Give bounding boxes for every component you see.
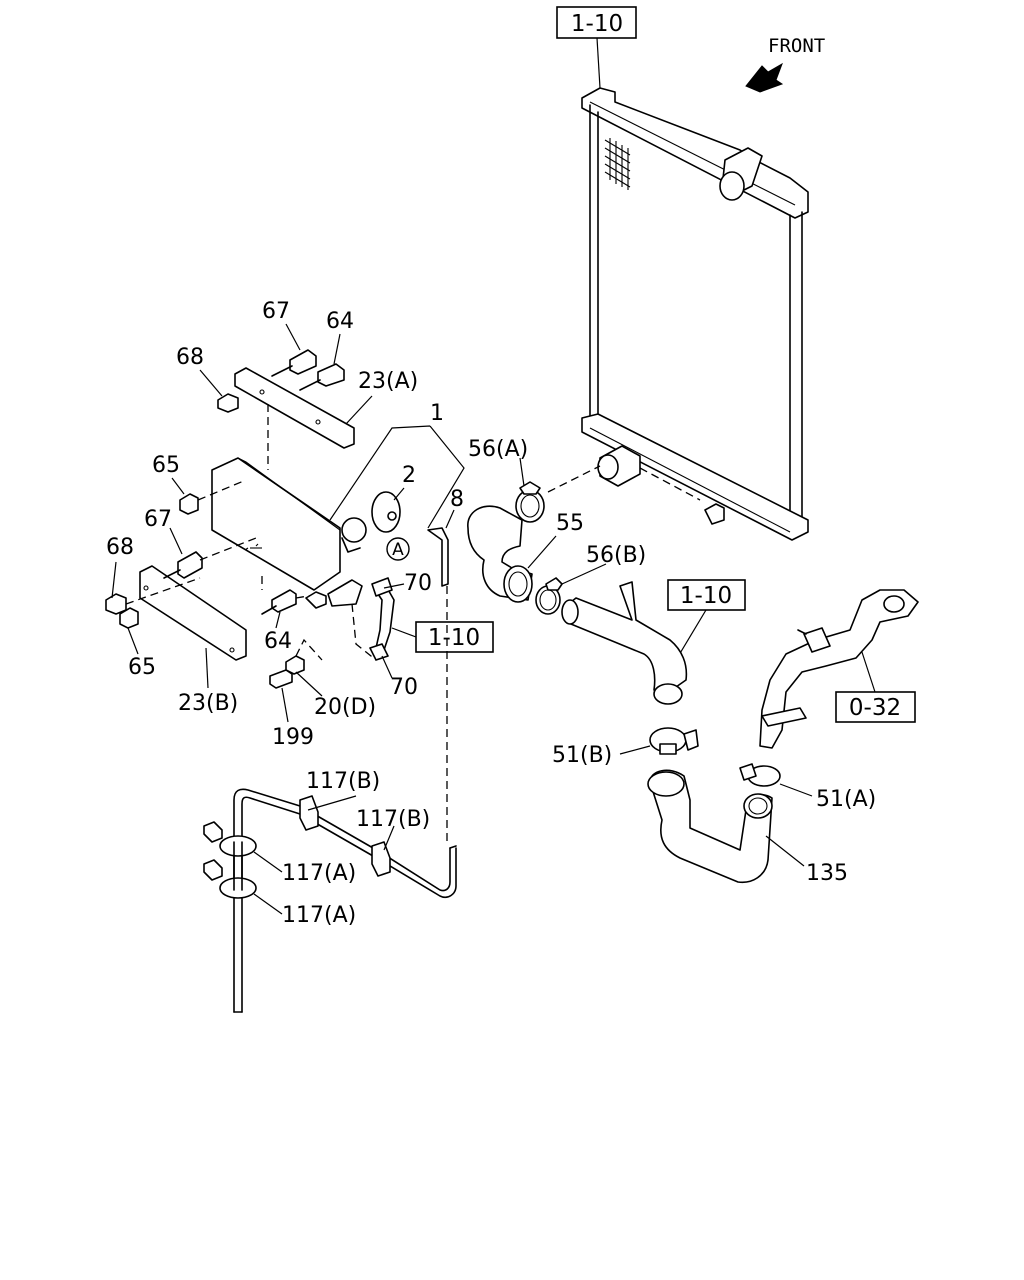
callout-65-top: 65 [152,453,180,478]
outlet-pipe [759,589,919,749]
svg-text:1-10: 1-10 [571,11,623,37]
callout-70-top: 70 [404,571,432,596]
hose-135 [647,769,773,884]
callout-117b-2: 117(B) [356,807,430,832]
svg-text:1-10: 1-10 [680,583,732,609]
reference-exhaust-side: 0-32 [835,645,916,723]
front-label: FRONT [768,35,825,57]
callout-55: 55 [556,511,584,536]
front-indicator: FRONT [745,35,825,93]
reference-radiator-top: 1-10 [556,6,637,89]
callout-labels: 67 64 68 23(A) 1 2 8 65 67 68 65 23(B) 6… [106,299,876,928]
clamp-56a [515,481,545,523]
callout-135: 135 [806,861,848,886]
callout-199: 199 [272,725,314,750]
callout-leaders [111,323,813,915]
clamp-51a [739,763,781,787]
clamp-56b [535,577,563,615]
callout-23a: 23(A) [358,369,418,394]
circle-marker-a: A [386,537,410,561]
overflow-hose [203,586,457,1013]
callout-1: 1 [430,401,444,426]
svg-text:1-10: 1-10 [428,625,480,651]
radiator-fin-hatch [604,138,631,190]
reference-hose-side: 1-10 [391,621,494,653]
reserve-tank [211,457,449,607]
clamp-51b [649,727,699,755]
callout-117b-1: 117(B) [306,769,380,794]
callout-65-bottom: 65 [128,655,156,680]
callout-68-top: 68 [176,345,204,370]
callout-51a: 51(A) [816,787,876,812]
callout-67-mid: 67 [144,507,172,532]
callout-117a-1: 117(A) [282,861,356,886]
callout-64-top: 64 [326,309,354,334]
fasteners [105,349,395,689]
callout-67-top: 67 [262,299,290,324]
callout-51b: 51(B) [552,743,612,768]
svg-text:0-32: 0-32 [849,695,901,721]
hose-55 [467,505,533,603]
reference-pipe-side: 1-10 [667,579,746,661]
callout-2: 2 [402,463,416,488]
radiator [547,87,809,541]
callout-117a-2: 117(A) [282,903,356,928]
callout-56b: 56(B) [586,543,646,568]
callout-23b: 23(B) [178,691,238,716]
coolant-pipe [561,581,688,705]
callout-8: 8 [450,487,464,512]
callout-56a: 56(A) [468,437,528,462]
front-arrow-icon [745,62,784,93]
svg-text:A: A [392,540,404,560]
callout-70-bottom: 70 [390,675,418,700]
callout-64-bottom: 64 [264,629,292,654]
callout-68-mid: 68 [106,535,134,560]
callout-20d: 20(D) [314,695,376,720]
bracket-23a [234,367,355,470]
